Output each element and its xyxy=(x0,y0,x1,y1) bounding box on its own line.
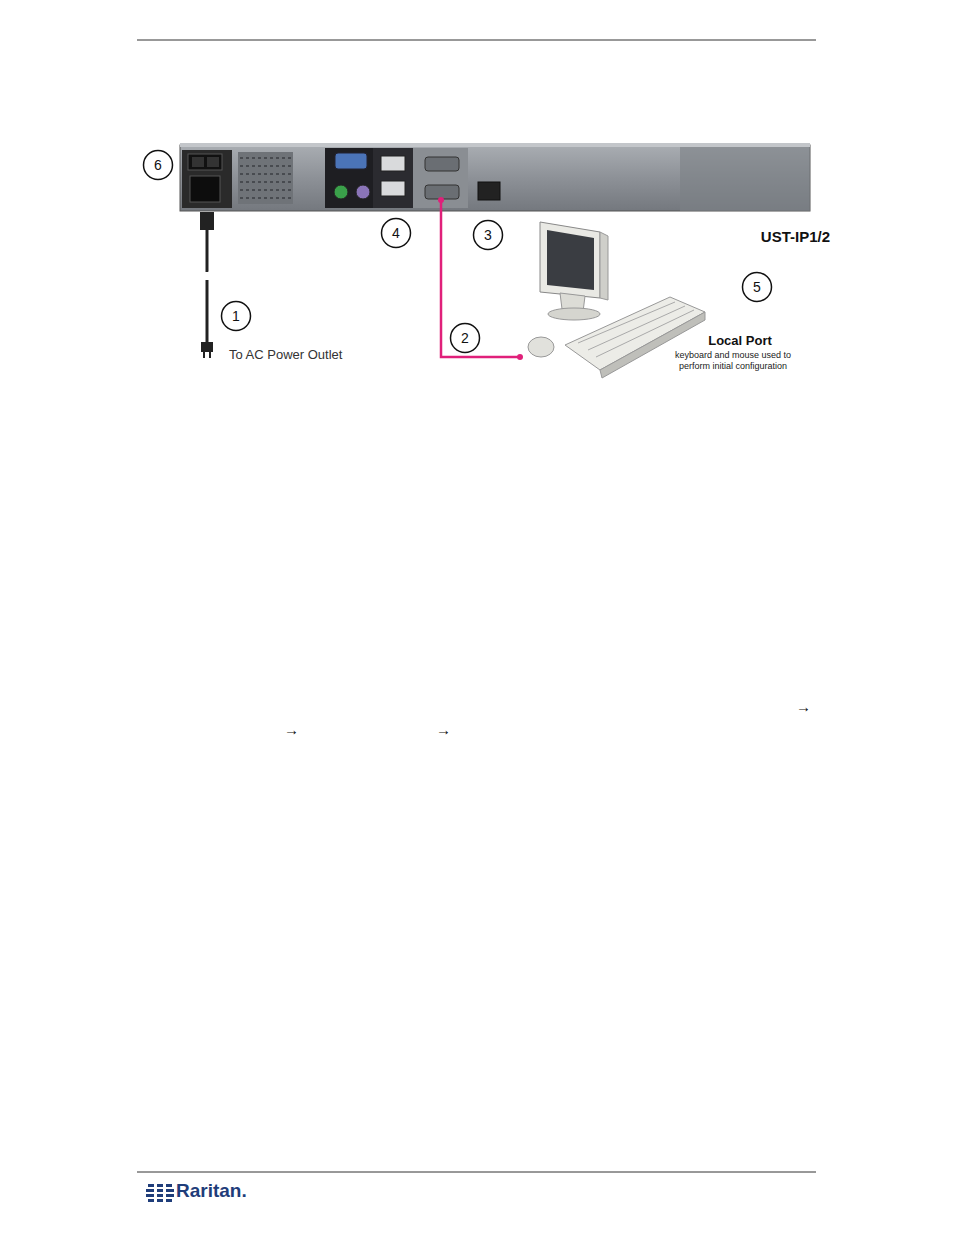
local-port-note: keyboard and mouse used to perform initi… xyxy=(672,350,794,372)
menu-arrow: → xyxy=(796,698,816,716)
callout-circle: 1 xyxy=(220,300,252,332)
local-port-heading: Local Port xyxy=(690,333,790,349)
callout-circle: 4 xyxy=(380,217,412,249)
menu-arrow: → xyxy=(436,721,456,739)
callout-number: 1 xyxy=(220,300,252,332)
footer-rule xyxy=(137,1172,816,1173)
callout-number: 3 xyxy=(472,219,504,251)
power-note: To AC Power Outlet xyxy=(229,347,379,363)
header-rule xyxy=(137,40,816,41)
callout-number: 6 xyxy=(142,149,174,181)
callout-circle: 5 xyxy=(741,271,773,303)
chassis xyxy=(180,143,810,211)
power-cord xyxy=(200,212,214,358)
callout-circle: 6 xyxy=(142,149,174,181)
callout-circle: 3 xyxy=(472,219,504,251)
callout-number: 2 xyxy=(449,322,481,354)
model-name: UST-IP1/2 xyxy=(700,228,830,246)
callout-number: 4 xyxy=(380,217,412,249)
callout-circle: 2 xyxy=(449,322,481,354)
local-port-cable xyxy=(438,197,523,360)
brand-logo-text: Raritan. xyxy=(176,1180,296,1203)
menu-arrow: → xyxy=(284,721,304,739)
callout-number: 5 xyxy=(741,271,773,303)
raritan-logo-mark xyxy=(146,1184,174,1202)
